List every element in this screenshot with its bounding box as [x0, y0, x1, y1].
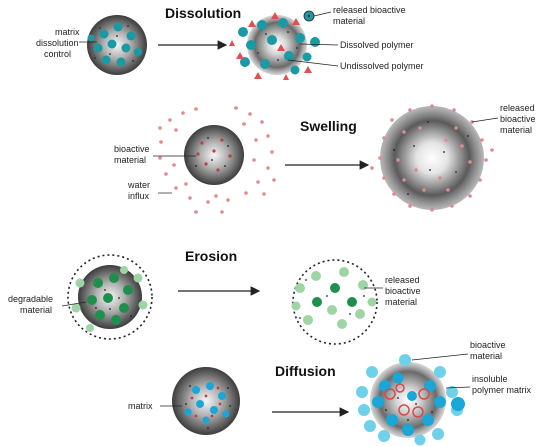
bioactive-diffusion-label-1: bioactive [470, 340, 506, 350]
released-bioactive-label-2: material [333, 16, 365, 26]
insoluble-label-2: polymer matrix [472, 385, 532, 395]
matrix-dissolution-label-1: matrix [55, 27, 80, 37]
matrix-dissolution-label-2: dissolution [36, 38, 79, 48]
released-bioactive-label-1: released bioactive [333, 5, 406, 15]
swelling-title: Swelling [300, 118, 357, 134]
diffusion-title: Diffusion [275, 363, 336, 379]
released-bioactive-leader [313, 11, 332, 17]
matrix-diffusion-label: matrix [128, 401, 153, 411]
matrix-dissolution-label-3: control [44, 49, 71, 59]
insoluble-leader [445, 386, 471, 389]
erosion-final-sphere [291, 259, 378, 345]
erosion-panel: Erosion degradable material [8, 248, 421, 345]
released-bioactive-swelling-leader [471, 117, 499, 123]
degradable-label-2: material [20, 305, 52, 315]
undissolved-polymer-label: Undissolved polymer [340, 61, 424, 71]
degradable-label-1: degradable [8, 294, 53, 304]
diffusion-initial-sphere [172, 367, 240, 435]
erosion-initial-sphere [67, 254, 153, 340]
dissolved-polymer-label: Dissolved polymer [340, 40, 414, 50]
water-influx-label-1: water [127, 180, 150, 190]
released-bioactive-swelling-label-3: material [500, 125, 532, 135]
degradable-leader [61, 301, 87, 307]
swelling-initial-sphere [184, 125, 244, 185]
undissolved-polymer-leader [287, 59, 339, 67]
erosion-title: Erosion [185, 248, 237, 264]
swelling-water-dots [158, 106, 276, 214]
dissolution-initial-sphere [87, 15, 147, 75]
dissolution-panel: Dissolution matrix dissolution control [36, 5, 424, 80]
diffusion-panel: Diffusion matrix [128, 340, 532, 446]
released-bioactive-erosion-label-2: bioactive [385, 286, 421, 296]
bioactive-diffusion-leader [411, 353, 469, 361]
released-bioactive-erosion-label-3: material [385, 297, 417, 307]
bioactive-label-1: bioactive [114, 144, 150, 154]
diffusion-final-sphere [356, 354, 465, 446]
swelling-panel: Swelling bioactive [114, 103, 536, 214]
released-bioactive-erosion-label-1: released [385, 275, 420, 285]
dissolution-title: Dissolution [165, 5, 241, 21]
released-bioactive-swelling-label-1: released [500, 103, 535, 113]
bioactive-diffusion-label-2: material [470, 351, 502, 361]
insoluble-label-1: insoluble [472, 374, 508, 384]
swelling-final-sphere [370, 104, 494, 212]
water-influx-label-2: influx [128, 191, 150, 201]
dissolved-polymer-leader [299, 43, 339, 46]
dissolution-final-sphere [229, 12, 320, 80]
released-bioactive-swelling-label-2: bioactive [500, 114, 536, 124]
bioactive-label-2: material [114, 155, 146, 165]
